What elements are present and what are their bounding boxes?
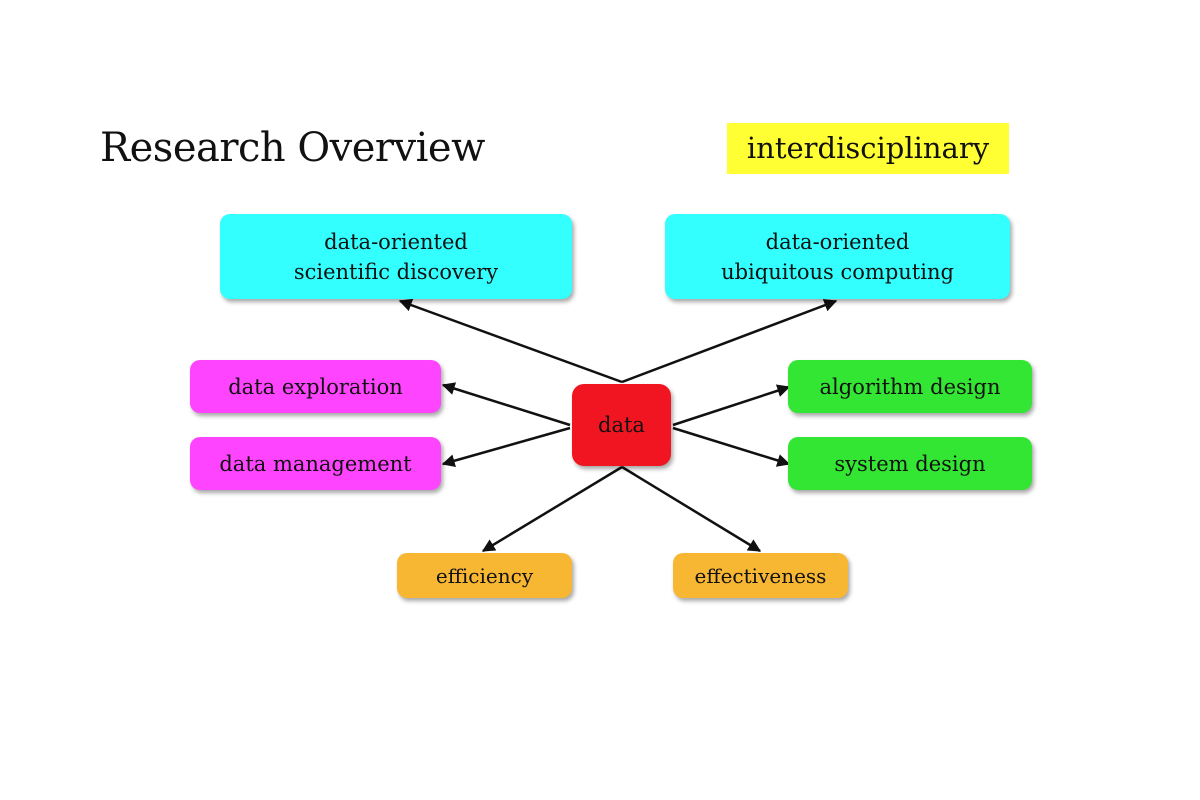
node-label: algorithm design xyxy=(819,374,1001,399)
arrow-to-data-management xyxy=(441,426,571,468)
node-label: data xyxy=(598,413,645,437)
node-label: data-oriented scientific discovery xyxy=(293,229,499,284)
node-system-design: system design xyxy=(788,437,1032,490)
node-label: efficiency xyxy=(435,563,534,588)
node-data-center: data xyxy=(572,384,671,466)
node-label: data-oriented ubiquitous computing xyxy=(721,229,954,284)
arrow-to-data-exploration xyxy=(441,382,571,427)
node-label: data management xyxy=(219,451,412,476)
node-data-exploration: data exploration xyxy=(190,360,441,413)
arrow-to-system-design xyxy=(672,426,791,467)
node-label: effectiveness xyxy=(694,563,827,588)
node-scientific-discovery: data-oriented scientific discovery xyxy=(220,214,572,299)
arrow-to-scientific-discovery xyxy=(398,298,623,384)
interdisciplinary-tag: interdisciplinary xyxy=(727,123,1009,174)
node-algorithm-design: algorithm design xyxy=(788,360,1032,413)
arrow-to-efficiency xyxy=(481,465,623,553)
interdisciplinary-tag-label: interdisciplinary xyxy=(746,131,990,165)
node-effectiveness: effectiveness xyxy=(673,553,848,598)
node-ubiquitous-computing: data-oriented ubiquitous computing xyxy=(665,214,1010,299)
node-efficiency: efficiency xyxy=(397,553,572,598)
page-title: Research Overview xyxy=(100,125,485,171)
node-label: system design xyxy=(834,451,986,476)
arrow-to-effectiveness xyxy=(621,465,762,553)
arrow-to-ubiquitous-computing xyxy=(621,299,838,384)
node-label: data exploration xyxy=(228,374,403,399)
arrow-to-algorithm-design xyxy=(672,384,791,427)
node-data-management: data management xyxy=(190,437,441,490)
